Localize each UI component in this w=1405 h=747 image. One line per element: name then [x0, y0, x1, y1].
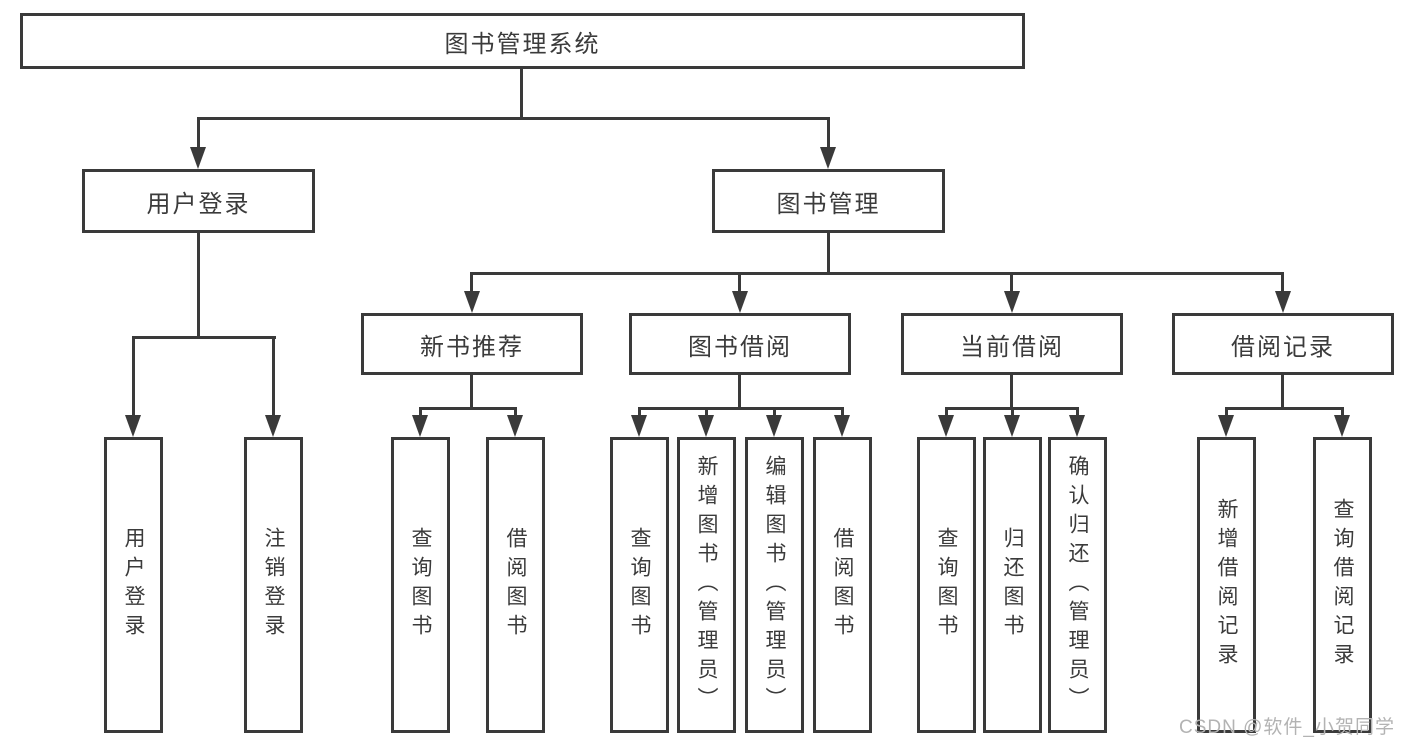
leaf-logout: 注销登录	[244, 437, 303, 733]
node-label: 借阅记录	[1231, 333, 1335, 361]
leaf-label: 注销登录	[262, 527, 285, 643]
connector-line	[470, 272, 473, 292]
node-new-book-recommend: 新书推荐	[361, 313, 583, 375]
leaf-label: 新增借阅记录	[1215, 498, 1238, 672]
connector-line	[197, 117, 830, 120]
csdn-watermark: CSDN @软件_小贺同学	[1179, 717, 1395, 738]
leaf-borrow-books-1: 借阅图书	[486, 437, 545, 733]
connector-line	[132, 336, 135, 416]
arrow-down-icon	[698, 415, 714, 437]
arrow-down-icon	[1004, 415, 1020, 437]
connector-line	[1281, 375, 1284, 407]
leaf-label: 查询图书	[628, 527, 651, 643]
arrow-down-icon	[1275, 291, 1291, 313]
connector-line	[638, 407, 641, 417]
leaf-confirm-return-admin: 确认归还（管理员）	[1048, 437, 1107, 733]
leaf-label: 查询借阅记录	[1331, 498, 1354, 672]
arrow-down-icon	[631, 415, 647, 437]
arrow-down-icon	[834, 415, 850, 437]
leaf-label: 编辑图书（管理员）	[763, 454, 786, 716]
connector-line	[1341, 407, 1344, 417]
node-borrow-records: 借阅记录	[1172, 313, 1394, 375]
leaf-add-borrow-record: 新增借阅记录	[1197, 437, 1256, 733]
connector-line	[1225, 407, 1228, 417]
arrow-down-icon	[190, 147, 206, 169]
arrow-down-icon	[732, 291, 748, 313]
node-label: 当前借阅	[960, 333, 1064, 361]
arrow-down-icon	[464, 291, 480, 313]
leaf-add-books-admin: 新增图书（管理员）	[677, 437, 736, 733]
connector-line	[470, 375, 473, 407]
connector-line	[514, 407, 517, 417]
node-label: 新书推荐	[420, 333, 524, 361]
connector-line	[827, 117, 830, 149]
leaf-return-books: 归还图书	[983, 437, 1042, 733]
connector-line	[132, 336, 276, 339]
connector-line	[1010, 375, 1013, 407]
node-label: 用户登录	[146, 190, 251, 218]
leaf-label: 归还图书	[1001, 527, 1024, 643]
connector-line	[827, 233, 830, 272]
connector-line	[1076, 407, 1079, 417]
connector-line	[773, 407, 776, 417]
connector-line	[1281, 272, 1284, 292]
node-user-login: 用户登录	[82, 169, 315, 233]
leaf-query-books-2: 查询图书	[610, 437, 669, 733]
connector-line	[945, 407, 948, 417]
arrow-down-icon	[265, 415, 281, 437]
leaf-label: 新增图书（管理员）	[695, 454, 718, 716]
arrow-down-icon	[766, 415, 782, 437]
leaf-query-books-1: 查询图书	[391, 437, 450, 733]
leaf-label: 用户登录	[122, 527, 145, 643]
node-label: 图书管理系统	[444, 30, 601, 58]
connector-line	[419, 407, 422, 417]
node-label: 图书借阅	[688, 333, 792, 361]
leaf-label: 借阅图书	[504, 527, 527, 643]
leaf-edit-books-admin: 编辑图书（管理员）	[745, 437, 804, 733]
node-book-management: 图书管理	[712, 169, 945, 233]
node-book-borrow: 图书借阅	[629, 313, 851, 375]
connector-line	[1011, 407, 1014, 417]
leaf-user-login: 用户登录	[104, 437, 163, 733]
node-current-borrow: 当前借阅	[901, 313, 1123, 375]
connector-line	[738, 375, 741, 407]
arrow-down-icon	[938, 415, 954, 437]
arrow-down-icon	[125, 415, 141, 437]
leaf-label: 查询图书	[409, 527, 432, 643]
leaf-label: 借阅图书	[831, 527, 854, 643]
arrow-down-icon	[1069, 415, 1085, 437]
node-library-system: 图书管理系统	[20, 13, 1025, 69]
connector-line	[638, 407, 844, 410]
connector-line	[841, 407, 844, 417]
leaf-borrow-books-2: 借阅图书	[813, 437, 872, 733]
leaf-query-books-3: 查询图书	[917, 437, 976, 733]
arrow-down-icon	[412, 415, 428, 437]
arrow-down-icon	[820, 147, 836, 169]
connector-line	[272, 336, 275, 416]
connector-line	[1010, 272, 1013, 292]
arrow-down-icon	[1004, 291, 1020, 313]
arrow-down-icon	[1334, 415, 1350, 437]
connector-line	[470, 272, 1284, 275]
connector-line	[197, 233, 200, 336]
connector-line	[738, 272, 741, 292]
connector-line	[1225, 407, 1344, 410]
leaf-label: 查询图书	[935, 527, 958, 643]
arrow-down-icon	[1218, 415, 1234, 437]
connector-line	[197, 117, 200, 149]
leaf-label: 确认归还（管理员）	[1066, 454, 1089, 716]
connector-line	[419, 407, 517, 410]
connector-line	[705, 407, 708, 417]
node-label: 图书管理	[776, 190, 881, 218]
leaf-query-borrow-record: 查询借阅记录	[1313, 437, 1372, 733]
connector-line	[520, 69, 523, 117]
arrow-down-icon	[507, 415, 523, 437]
